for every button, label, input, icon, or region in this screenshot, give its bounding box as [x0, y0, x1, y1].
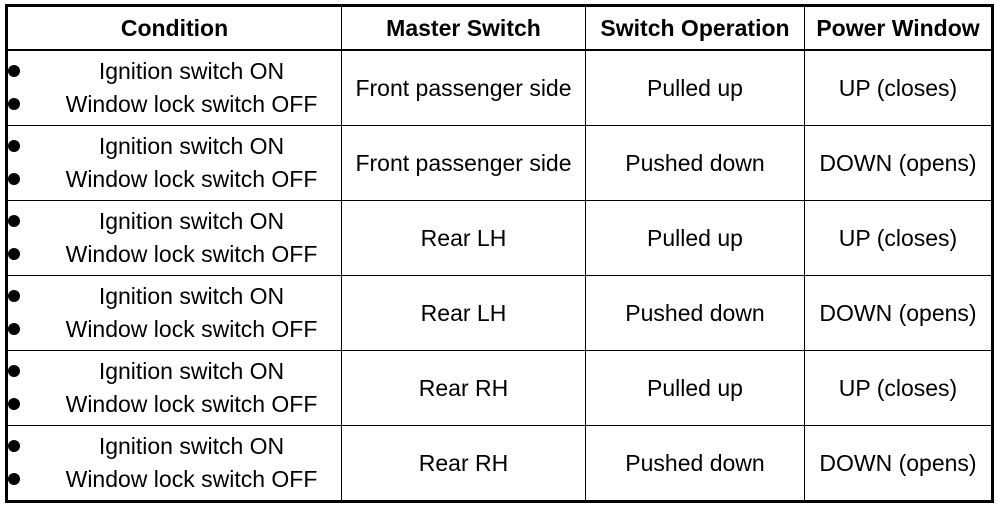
- condition-cell: Ignition switch ON Window lock switch OF…: [6, 425, 342, 502]
- header-power-window: Power Window: [804, 5, 993, 51]
- power-window-cell: DOWN (opens): [804, 125, 993, 201]
- condition-cell: Ignition switch ON Window lock switch OF…: [6, 350, 342, 426]
- bullet-icon: [8, 215, 20, 227]
- condition-text: Window lock switch OFF: [65, 241, 318, 267]
- condition-list: Ignition switch ON Window lock switch OF…: [8, 280, 341, 346]
- condition-list: Ignition switch ON Window lock switch OF…: [8, 430, 341, 496]
- condition-text: Ignition switch ON: [98, 283, 285, 309]
- table-row: Ignition switch ON Window lock switch OF…: [6, 49, 993, 126]
- condition-item: Ignition switch ON: [8, 205, 341, 238]
- condition-item: Window lock switch OFF: [8, 88, 341, 121]
- table-row: Ignition switch ON Window lock switch OF…: [6, 200, 993, 276]
- switch-operation-cell: Pushed down: [585, 275, 805, 351]
- master-switch-cell: Rear RH: [341, 425, 586, 502]
- condition-item: Ignition switch ON: [8, 130, 341, 163]
- condition-list: Ignition switch ON Window lock switch OF…: [8, 55, 341, 121]
- condition-item: Ignition switch ON: [8, 430, 341, 463]
- bullet-icon: [8, 365, 20, 377]
- master-switch-cell: Rear LH: [341, 200, 586, 276]
- condition-text: Window lock switch OFF: [65, 91, 318, 117]
- header-condition: Condition: [6, 5, 342, 51]
- condition-cell: Ignition switch ON Window lock switch OF…: [6, 49, 342, 126]
- bullet-icon: [8, 173, 20, 185]
- master-switch-cell: Rear LH: [341, 275, 586, 351]
- condition-text: Ignition switch ON: [98, 433, 285, 459]
- switch-operation-cell: Pulled up: [585, 200, 805, 276]
- bullet-icon: [8, 140, 20, 152]
- condition-item: Ignition switch ON: [8, 280, 341, 313]
- bullet-icon: [8, 98, 20, 110]
- condition-list: Ignition switch ON Window lock switch OF…: [8, 130, 341, 196]
- condition-item: Window lock switch OFF: [8, 388, 341, 421]
- header-master-switch: Master Switch: [341, 5, 586, 51]
- power-window-cell: UP (closes): [804, 350, 993, 426]
- bullet-icon: [8, 248, 20, 260]
- header-row: Condition Master Switch Switch Operation…: [6, 5, 993, 51]
- table-row: Ignition switch ON Window lock switch OF…: [6, 275, 993, 351]
- power-window-operation-table: Condition Master Switch Switch Operation…: [5, 4, 994, 503]
- condition-text: Window lock switch OFF: [65, 391, 318, 417]
- condition-text: Ignition switch ON: [98, 358, 285, 384]
- condition-item: Ignition switch ON: [8, 55, 341, 88]
- bullet-icon: [8, 65, 20, 77]
- condition-cell: Ignition switch ON Window lock switch OF…: [6, 125, 342, 201]
- condition-cell: Ignition switch ON Window lock switch OF…: [6, 275, 342, 351]
- power-window-cell: DOWN (opens): [804, 425, 993, 502]
- power-window-cell: UP (closes): [804, 200, 993, 276]
- condition-cell: Ignition switch ON Window lock switch OF…: [6, 200, 342, 276]
- power-window-cell: UP (closes): [804, 49, 993, 126]
- condition-text: Window lock switch OFF: [65, 466, 318, 492]
- table-row: Ignition switch ON Window lock switch OF…: [6, 350, 993, 426]
- bullet-icon: [8, 473, 20, 485]
- header-switch-operation: Switch Operation: [585, 5, 805, 51]
- bullet-icon: [8, 290, 20, 302]
- condition-list: Ignition switch ON Window lock switch OF…: [8, 355, 341, 421]
- bullet-icon: [8, 398, 20, 410]
- switch-operation-cell: Pushed down: [585, 425, 805, 502]
- condition-item: Window lock switch OFF: [8, 463, 341, 496]
- master-switch-cell: Front passenger side: [341, 125, 586, 201]
- bullet-icon: [8, 440, 20, 452]
- condition-list: Ignition switch ON Window lock switch OF…: [8, 205, 341, 271]
- condition-text: Window lock switch OFF: [65, 166, 318, 192]
- bullet-icon: [8, 323, 20, 335]
- table-row: Ignition switch ON Window lock switch OF…: [6, 425, 993, 502]
- condition-item: Window lock switch OFF: [8, 238, 341, 271]
- power-window-cell: DOWN (opens): [804, 275, 993, 351]
- master-switch-cell: Rear RH: [341, 350, 586, 426]
- condition-text: Ignition switch ON: [98, 133, 285, 159]
- switch-operation-cell: Pulled up: [585, 350, 805, 426]
- master-switch-cell: Front passenger side: [341, 49, 586, 126]
- condition-item: Window lock switch OFF: [8, 163, 341, 196]
- switch-operation-cell: Pulled up: [585, 49, 805, 126]
- switch-operation-cell: Pushed down: [585, 125, 805, 201]
- condition-item: Window lock switch OFF: [8, 313, 341, 346]
- condition-text: Ignition switch ON: [98, 58, 285, 84]
- condition-text: Window lock switch OFF: [65, 316, 318, 342]
- condition-item: Ignition switch ON: [8, 355, 341, 388]
- condition-text: Ignition switch ON: [98, 208, 285, 234]
- table-row: Ignition switch ON Window lock switch OF…: [6, 125, 993, 201]
